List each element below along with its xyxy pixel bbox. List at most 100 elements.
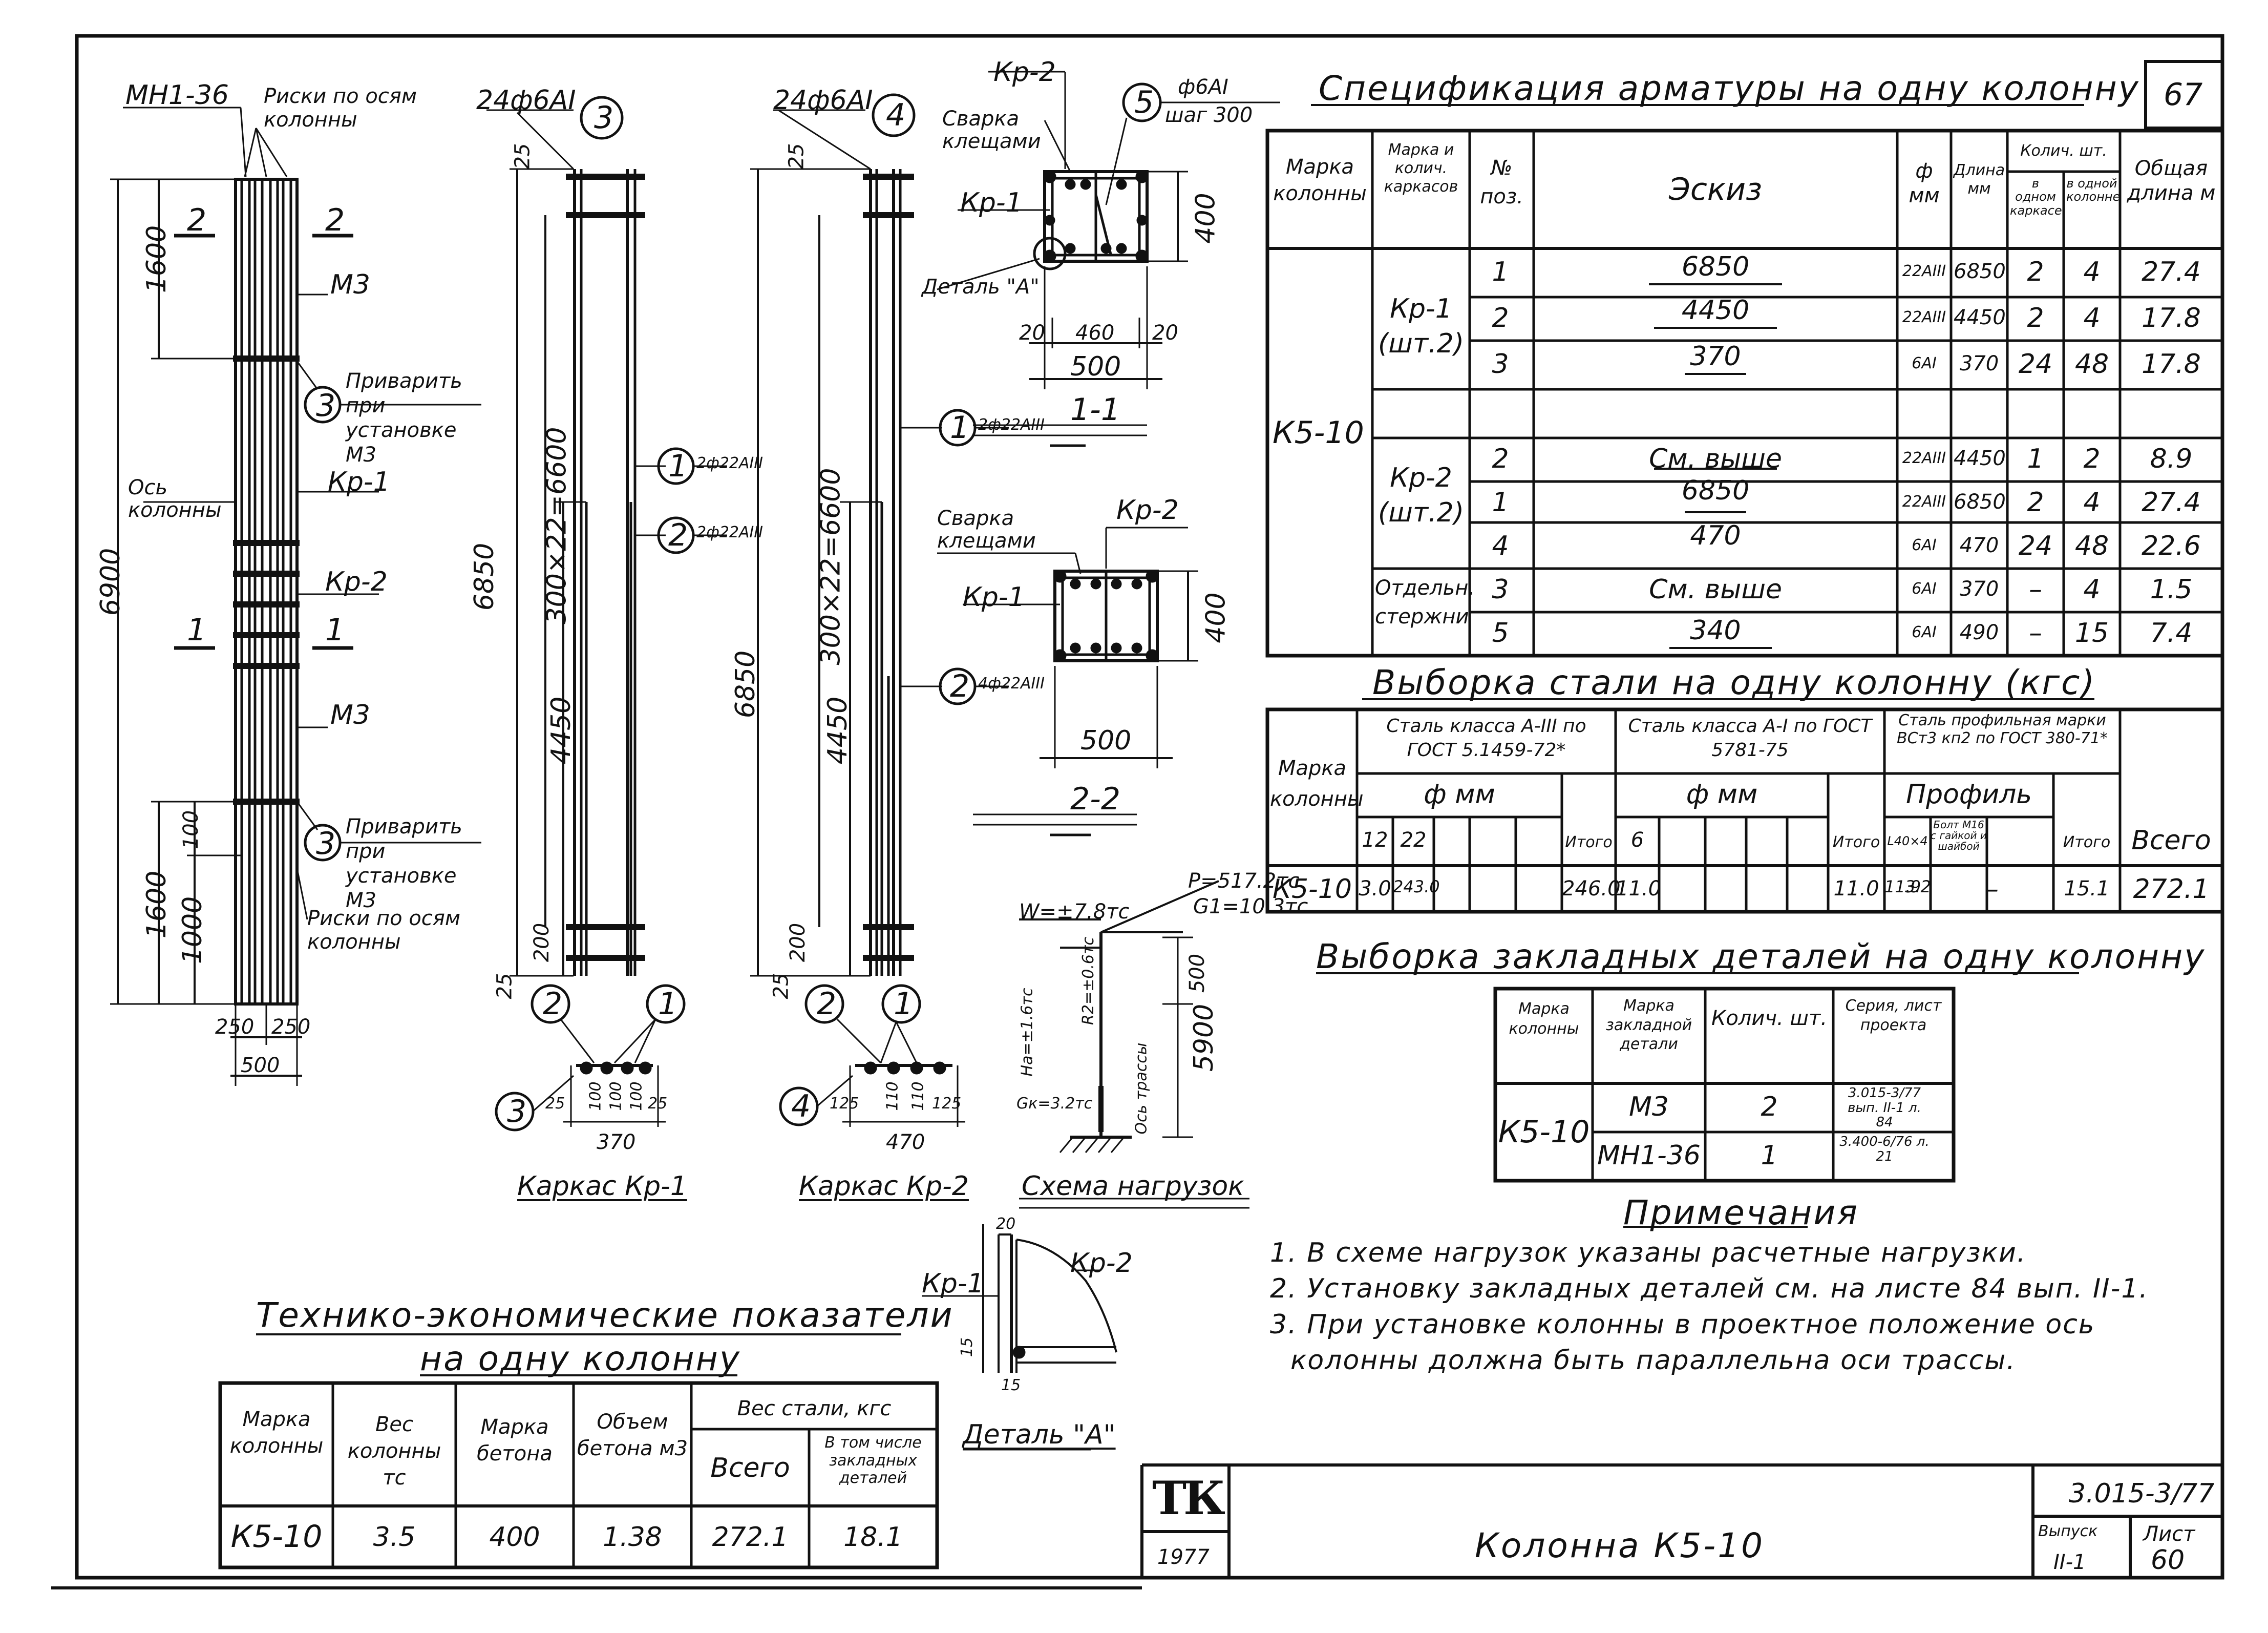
detail-dim-15-b: 15 xyxy=(1001,1376,1021,1394)
stamp-logo: ТК xyxy=(1152,1471,1225,1525)
load-axis: Ось трассы xyxy=(1132,1042,1151,1135)
tep-h-volume: Объем бетона м3 xyxy=(577,1410,688,1460)
load-ha: Hа=±1.6тс xyxy=(1018,988,1036,1077)
kr2-dim-6850: 6850 xyxy=(730,650,761,719)
kr1-bar1-label: 2ф22АIII xyxy=(696,454,763,472)
spec-group-kr1: Кр-1 (шт.2) xyxy=(1377,294,1465,359)
dim-250-right: 250 xyxy=(271,1015,311,1039)
spec-h-pos: № поз. xyxy=(1480,156,1523,208)
s11-weld-label: Сварка клещами xyxy=(942,107,1041,153)
kr2-section-dim-125-left: 125 xyxy=(830,1095,859,1113)
circle-3-lower: 3 xyxy=(316,826,336,862)
embedded-title: Выборка закладных деталей на одну колонн… xyxy=(1316,937,2206,976)
embedded-h-qty: Колич. шт. xyxy=(1711,1007,1828,1030)
kr1-section-circle-3: 3 xyxy=(507,1094,527,1129)
kr1-dim-6850: 6850 xyxy=(469,542,500,611)
detail-a-lines xyxy=(922,1224,1117,1451)
load-gk: Gк=3.2тс xyxy=(1016,1095,1093,1113)
kr2-section-dim-110-b: 110 xyxy=(909,1081,927,1111)
stamp-sheet-label: Лист xyxy=(2143,1522,2195,1546)
kr1-section-dim-25-right: 25 xyxy=(648,1095,668,1113)
tep-h-steel: Вес стали, кгс xyxy=(737,1397,892,1420)
section-1-1-lines xyxy=(937,71,1280,447)
kr1-section-dim-100-a: 100 xyxy=(586,1081,605,1111)
note-3-cont: колонны должна быть параллельна оси трас… xyxy=(1290,1345,2016,1376)
kr1-section-width: 370 xyxy=(597,1130,636,1154)
kr2-section-width: 470 xyxy=(886,1130,925,1154)
spec-h-qty-frame: в одном каркасе xyxy=(2010,176,2062,218)
load-ra: R2=±0.6тс xyxy=(1079,937,1097,1025)
stamp-title: Колонна К5-10 xyxy=(1475,1526,1765,1565)
detail-kp2-label: Кр-2 xyxy=(1070,1248,1133,1279)
spec-h-qty-col: в одной колонне xyxy=(2066,176,2121,204)
detail-caption: Деталь "А" xyxy=(963,1419,1116,1450)
kr2-caption: Каркас Кр-2 xyxy=(799,1171,969,1202)
spec-group-separate: Отдельн. стержни xyxy=(1375,576,1475,629)
kr2-dim-4450: 4450 xyxy=(822,696,854,765)
s11-dim-20-left: 20 xyxy=(1019,321,1045,345)
s11-dim-460: 460 xyxy=(1075,321,1115,345)
s11-step-label: шаг 300 xyxy=(1165,103,1253,127)
axis-label: Ось колонны xyxy=(128,476,222,522)
stamp-sheet: 60 xyxy=(2151,1545,2185,1576)
steel-h-itogo3: Итого xyxy=(2063,833,2111,851)
embedded-h-series: Серия, лист проекта xyxy=(1845,997,1942,1034)
steel-title: Выборка стали на одну колонну (кгс) xyxy=(1372,663,2096,702)
steel-h-bolt: Болт М16 с гайкой и шайбой xyxy=(1931,819,1987,852)
spec-table-lines xyxy=(1265,60,2224,658)
s22-kr2-label: Кр-2 xyxy=(1116,495,1179,526)
circle-3-upper: 3 xyxy=(316,388,336,424)
load-scheme-lines xyxy=(1019,880,1249,1209)
kr2-dim-25-top: 25 xyxy=(785,143,809,170)
kp2-label: Кр-2 xyxy=(325,567,388,597)
spec-h-sketch: Эскиз xyxy=(1668,172,1763,207)
stamp-series: 3.015-3/77 xyxy=(2069,1478,2215,1509)
kr1-bar2-label: 2ф22АIII xyxy=(696,524,763,541)
kr1-section-circle-1: 1 xyxy=(658,986,678,1022)
s11-dim-20-right: 20 xyxy=(1152,321,1178,345)
kr2-bar2-circle: 2 xyxy=(950,668,970,704)
kr1-caption: Каркас Кр-1 xyxy=(517,1171,687,1202)
embedded-mark: К5-10 xyxy=(1498,1114,1590,1150)
stamp-year: 1977 xyxy=(1157,1545,1210,1569)
spec-h-qty: Колич. шт. xyxy=(2020,142,2107,160)
s22-dim-400: 400 xyxy=(1200,592,1232,643)
steel-h-phi-a: ф мм xyxy=(1424,779,1495,810)
kp1-label: Кр-1 xyxy=(328,467,390,497)
dim-1600-top: 1600 xyxy=(141,225,173,294)
tep-h-embedded: В том числе закладных деталей xyxy=(824,1434,922,1487)
tep-h-mark: Марка колонны xyxy=(229,1408,324,1458)
weld-top-note: Приварить при установке М3 xyxy=(346,369,462,467)
detail-kp1-label: Кр-1 xyxy=(922,1268,984,1299)
kr1-dim-25-bottom: 25 xyxy=(493,973,517,999)
spec-h-col-mark: Марка колонны xyxy=(1273,155,1367,205)
tep-h-all: Всего xyxy=(710,1453,790,1483)
s22-caption: 2-2 xyxy=(1070,781,1120,817)
s22-dim-500: 500 xyxy=(1080,725,1132,756)
steel-h-phi-b: ф мм xyxy=(1686,779,1758,810)
s22-weld-label: Сварка клещами xyxy=(937,507,1036,553)
steel-h-l: L40×4 xyxy=(1887,834,1928,848)
weld-bottom-note: Приварить при установке М3 xyxy=(346,815,462,912)
s11-kr1-label: Кр-1 xyxy=(960,187,1023,218)
kr2-top-label: 24ф6АI xyxy=(773,85,873,116)
dim-500-column: 500 xyxy=(241,1054,280,1077)
kr1-elevation xyxy=(486,96,727,1132)
steel-h-total: Всего xyxy=(2131,825,2211,856)
kr1-top-label: 24ф6АI xyxy=(476,85,576,116)
column-elevation xyxy=(110,107,481,1086)
dim-250-left: 250 xyxy=(215,1015,255,1039)
kr1-dim-25-top: 25 xyxy=(511,143,535,170)
dim-100: 100 xyxy=(179,810,203,850)
stamp-lines xyxy=(1140,1463,2222,1578)
page-number: 67 xyxy=(2164,77,2203,113)
steel-h-12: 12 xyxy=(1362,828,1388,852)
steel-h-profile: Профиль xyxy=(1905,779,2032,810)
kr1-bar2-circle: 2 xyxy=(668,517,688,553)
stamp-issue: II-1 xyxy=(2053,1551,2086,1574)
spec-group-kr2: Кр-2 (шт.2) xyxy=(1377,463,1465,528)
kr2-top-circle: 4 xyxy=(886,97,906,133)
risk-top-label: Риски по осям колонны xyxy=(264,85,417,132)
kr1-dim-200: 200 xyxy=(530,923,554,962)
